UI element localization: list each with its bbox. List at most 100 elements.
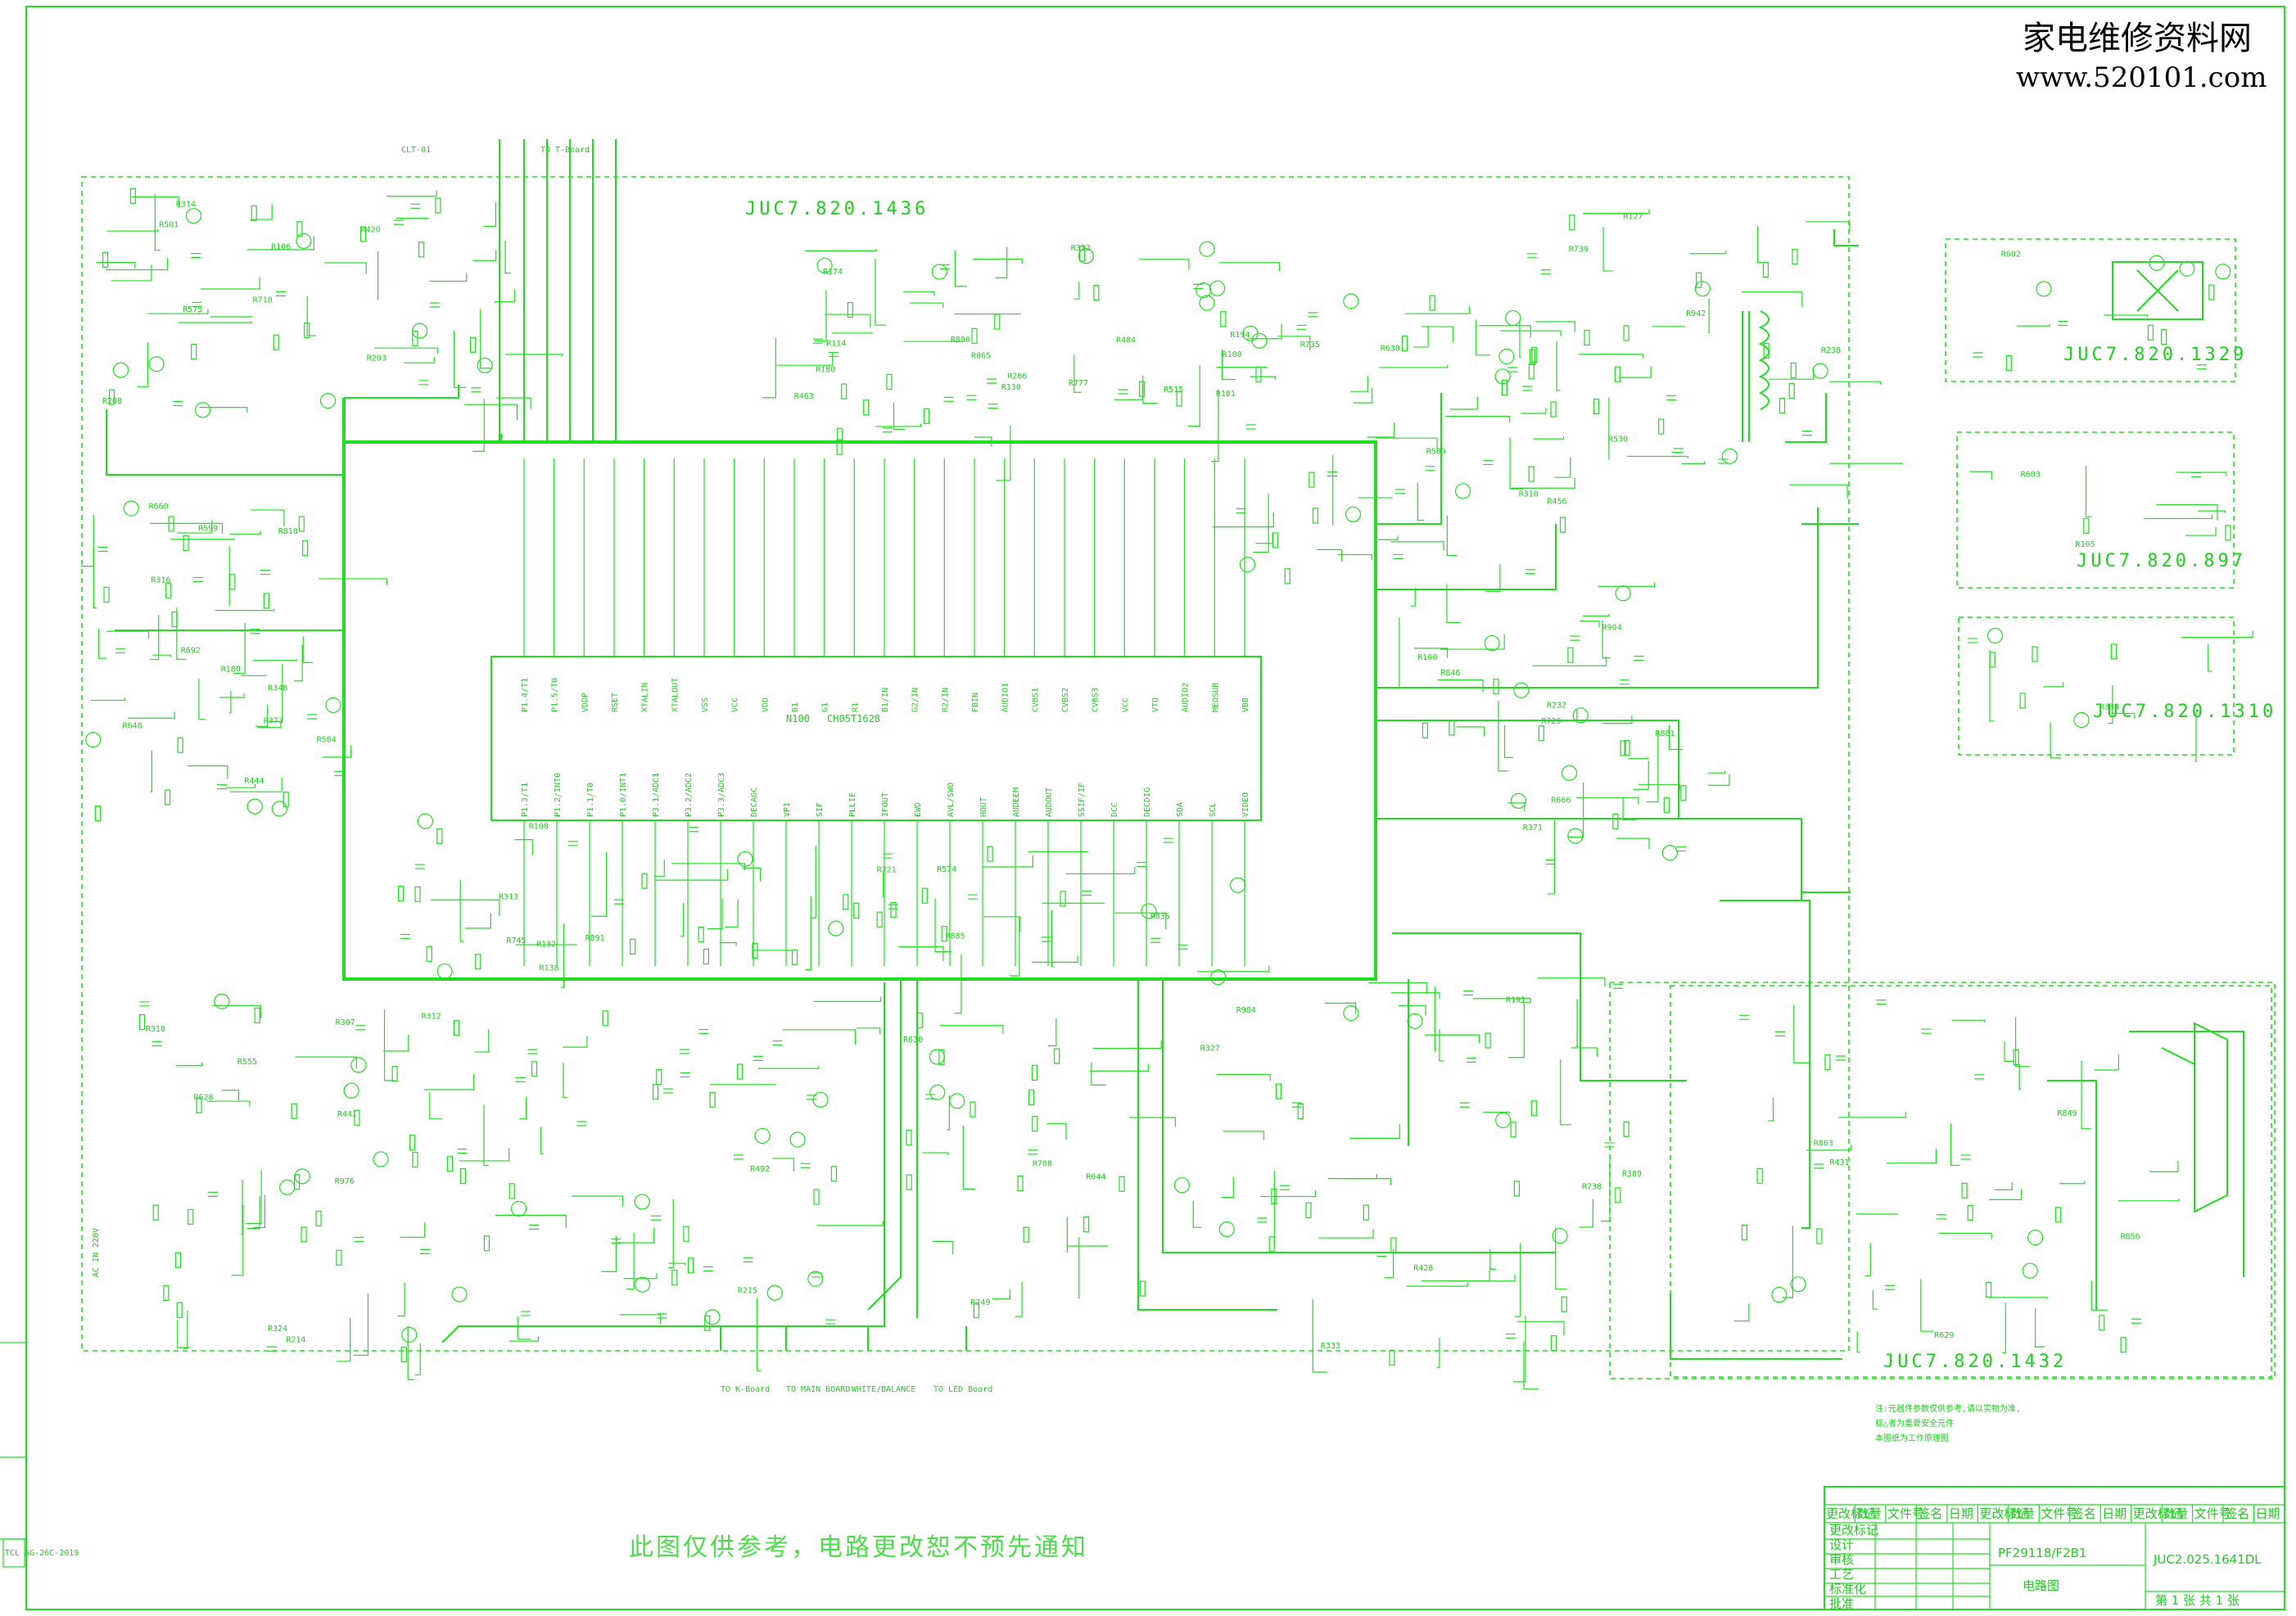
trace [810, 846, 816, 919]
trace [252, 1194, 266, 1229]
capacitor-symbol [115, 648, 125, 653]
trace [1708, 298, 1710, 333]
resistor-symbol [152, 1204, 159, 1221]
capacitor-symbol [1327, 471, 1338, 477]
trace [1413, 648, 1449, 658]
resistor-symbol [703, 948, 709, 965]
capacitor-symbol [1279, 1185, 1290, 1190]
trace [319, 578, 388, 585]
trace [2185, 526, 2217, 536]
title-block-row-label: 审核 [1829, 1552, 1854, 1567]
resistor-symbol [188, 1208, 194, 1226]
transistor-symbol [1494, 368, 1511, 385]
resistor-symbol [229, 574, 236, 590]
capacitor-symbol [1236, 508, 1246, 514]
trace [1446, 515, 1458, 557]
resistor-symbol [2225, 525, 2231, 541]
resistor-symbol [273, 334, 279, 350]
trace [1446, 584, 1462, 624]
component-ref-label: R456 [1547, 497, 1566, 506]
capacitor-symbol [410, 203, 421, 209]
trace [1456, 726, 1485, 737]
ic-pin-bottom-label: P1.0/INT1 [619, 773, 628, 817]
capacitor-symbol [2196, 364, 2207, 370]
trace [572, 1195, 624, 1207]
trace [386, 190, 437, 197]
trace [954, 250, 967, 287]
trace [219, 693, 245, 698]
component-ref-label: R181 [1216, 390, 1236, 399]
trace [1512, 1316, 1526, 1383]
trace [149, 615, 160, 661]
trace [1473, 998, 1531, 1003]
transistor-symbol [1078, 248, 1094, 264]
trace [257, 721, 282, 729]
resistor-symbol [2120, 1337, 2127, 1353]
resistor-symbol [1680, 785, 1687, 801]
bus-wire [1833, 229, 1859, 246]
bus-wire [867, 979, 902, 1311]
capacitor-symbol [1177, 944, 1188, 950]
resistor-symbol [1550, 401, 1557, 418]
bus-wire [1785, 393, 1827, 443]
trace [400, 1222, 426, 1238]
trace [494, 289, 516, 303]
trace [654, 869, 729, 881]
resistor-symbol [1028, 1089, 1035, 1106]
trace [1514, 1243, 1521, 1317]
trace [772, 1158, 794, 1172]
ic-pin-top-label: G1 [821, 702, 830, 712]
resistor-symbol [1176, 390, 1182, 407]
capacitor-symbol [1634, 656, 1644, 661]
capacitor-symbol [1960, 1154, 1971, 1160]
transistor-symbol [1790, 1276, 1806, 1293]
bus-wire [1670, 1293, 1842, 1360]
transistor-symbol [1694, 281, 1711, 297]
title-block-header-cell: 日期 [1949, 1506, 1973, 1521]
component-ref-label: R180 [816, 365, 835, 374]
capacitor-symbol [515, 1077, 526, 1082]
trace [893, 402, 906, 431]
trace [619, 1314, 662, 1325]
trace [459, 1148, 510, 1162]
capacitor-symbol [680, 1072, 690, 1078]
trace [1829, 381, 1882, 385]
main-ic-ref: N100 [786, 713, 810, 724]
trace [1512, 478, 1575, 489]
component-ref-label: R942 [1686, 309, 1706, 318]
component-ref-label: R984 [1236, 1006, 1256, 1015]
trace [680, 902, 685, 937]
trace [201, 277, 260, 290]
resistor-symbol [687, 1257, 694, 1274]
trace [1211, 389, 1219, 463]
trace [1583, 209, 1650, 214]
trace [2194, 711, 2197, 762]
component-ref-label: R575 [183, 305, 202, 314]
trace [1507, 802, 1525, 812]
trace [250, 204, 273, 220]
trace [483, 1104, 489, 1167]
trace [1250, 376, 1277, 381]
transistor-symbol [2179, 260, 2195, 277]
trace [429, 1092, 443, 1120]
component-ref-label: R574 [937, 865, 956, 874]
transistor-symbol [1661, 845, 1679, 861]
capacitor-symbol [275, 291, 286, 296]
trace [1324, 1002, 1357, 1014]
component-ref-label: R629 [1934, 1331, 1954, 1340]
component-ref-label: R318 [146, 1025, 165, 1034]
component-ref-label: R132 [536, 941, 556, 950]
transistor-symbol [319, 392, 337, 409]
trace [306, 296, 316, 336]
trace [909, 302, 944, 308]
trace [1337, 553, 1372, 560]
resistor-symbol [1663, 797, 1670, 813]
capacitor-symbol [266, 1346, 277, 1352]
trace [374, 347, 438, 354]
component-ref-label: R648 [123, 721, 142, 730]
trace [294, 644, 303, 682]
capacitor-symbol [1885, 1284, 1896, 1290]
trace [1221, 1176, 1234, 1198]
trace [707, 898, 723, 930]
